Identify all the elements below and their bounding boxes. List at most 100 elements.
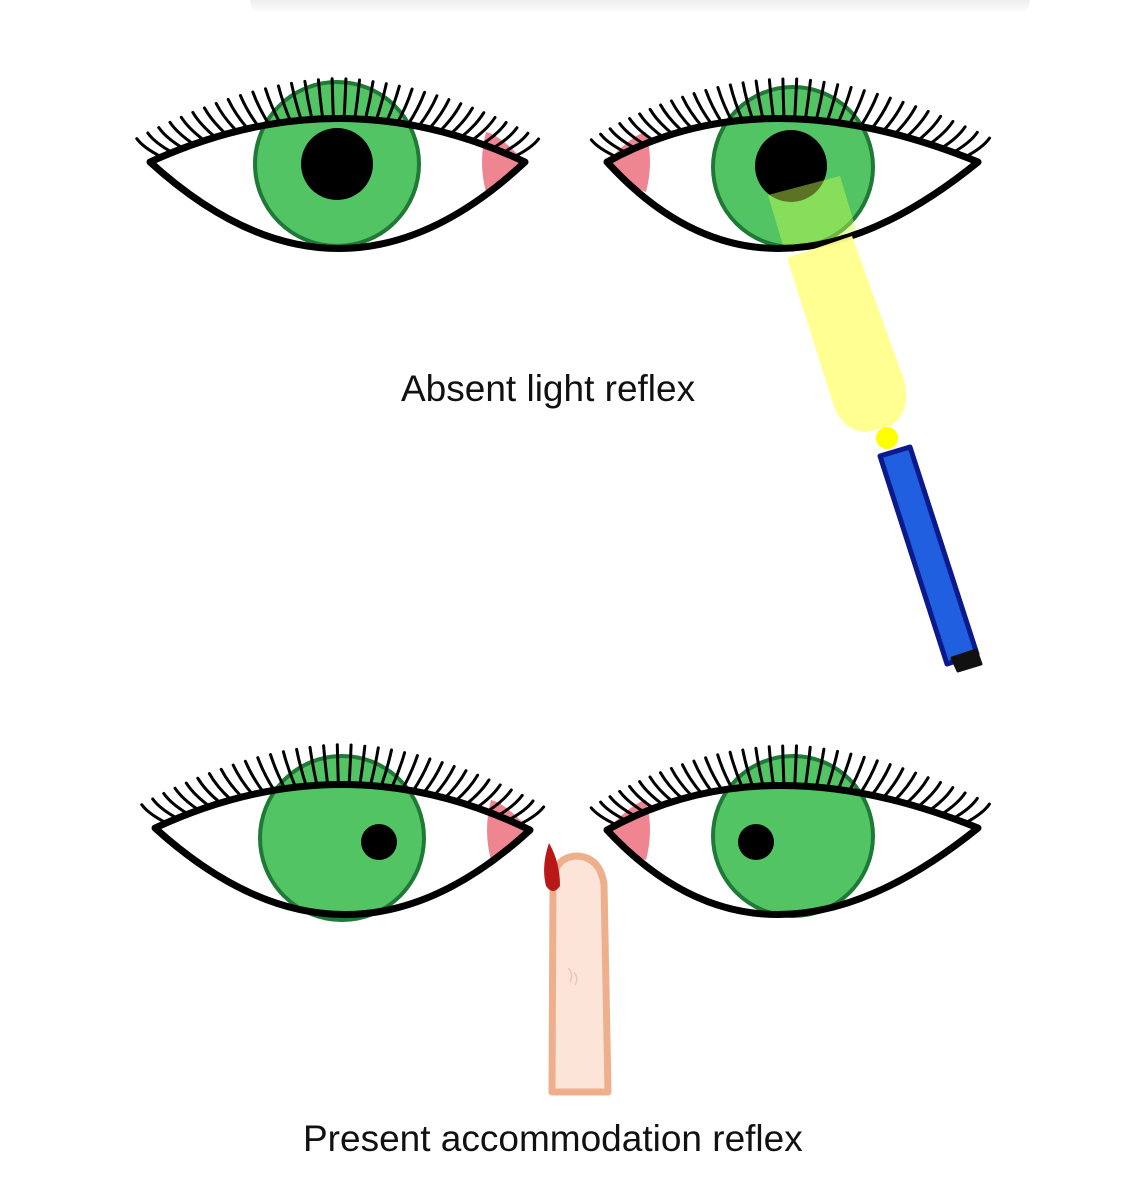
penlight-icon <box>876 427 983 673</box>
eyelash <box>939 791 967 816</box>
eyelash <box>191 110 217 139</box>
present-accommodation-reflex-caption: Present accommodation reflex <box>303 1118 803 1159</box>
eyelash <box>251 90 271 126</box>
eyelash <box>881 767 905 800</box>
bottom-left-iris <box>258 754 426 922</box>
eyelash <box>608 795 637 818</box>
eyelash <box>173 786 201 812</box>
eyelash <box>475 783 502 810</box>
eyelash <box>963 802 991 825</box>
eyelash <box>859 92 879 128</box>
bottom-right-eyelashes <box>589 744 991 827</box>
eyelash <box>264 87 282 125</box>
bottom-right-iris <box>711 754 875 918</box>
eyelash <box>893 105 918 136</box>
eyelash <box>480 121 508 146</box>
eyelash <box>692 759 714 794</box>
eyelash <box>353 78 361 121</box>
top-right-eyelashes <box>589 77 991 159</box>
bottom-left-pupil <box>361 824 397 860</box>
eyelash <box>618 789 646 814</box>
eyelash <box>281 750 298 789</box>
eyelash <box>358 744 367 787</box>
eyelash <box>135 137 163 159</box>
eyelash <box>196 776 222 805</box>
eyelash <box>276 84 293 123</box>
eyelash <box>893 771 918 802</box>
eyelash <box>803 745 812 788</box>
eyelash <box>728 83 744 122</box>
eyelash <box>754 746 765 788</box>
eyelash <box>836 752 853 791</box>
eyelash <box>916 781 942 809</box>
eyelash <box>670 99 694 131</box>
eyelash <box>741 748 755 788</box>
eyelash <box>342 77 348 120</box>
top-left-eyelashes <box>135 77 541 159</box>
eyelash <box>608 127 637 150</box>
eyelash <box>363 80 375 121</box>
eyelash <box>151 797 179 820</box>
bottom-left-eye <box>140 743 546 922</box>
eyelash <box>589 806 618 827</box>
eyelash <box>659 103 684 133</box>
eyelash <box>716 753 734 791</box>
eyelash <box>459 111 486 139</box>
eyelash <box>814 747 826 789</box>
eyelash <box>308 745 319 787</box>
eyelash <box>506 799 535 822</box>
top-left-pupil <box>301 128 373 200</box>
eyelash <box>589 138 618 159</box>
eyelash <box>295 747 308 788</box>
bottom-right-pupil <box>738 824 774 860</box>
eyelash <box>870 96 892 131</box>
eyelash <box>767 745 775 788</box>
eyelash <box>847 89 866 126</box>
eyelash <box>162 792 190 816</box>
eyelash <box>491 126 519 150</box>
eyelash <box>648 775 675 804</box>
eyelash <box>168 120 196 146</box>
eyelash <box>638 112 665 139</box>
eyelash <box>754 79 765 121</box>
eyelash <box>951 130 979 154</box>
eyelash <box>449 106 474 136</box>
eyelash <box>395 87 414 125</box>
eyelash <box>347 743 353 787</box>
eyelash <box>716 86 734 123</box>
eyelash <box>335 743 340 786</box>
eyelash <box>859 759 879 795</box>
absent-light-reflex-caption: Absent light reflex <box>401 368 696 409</box>
eyelash <box>432 765 456 797</box>
eyelash <box>207 772 233 802</box>
eyelash <box>648 107 675 136</box>
penlight-body <box>877 444 980 667</box>
eyelash <box>316 78 325 121</box>
eyelash <box>512 137 541 159</box>
eyelash <box>157 126 185 150</box>
eyelash <box>231 763 255 796</box>
eyelash <box>179 115 207 143</box>
eyelash <box>814 80 826 122</box>
eyelash <box>618 122 646 146</box>
top-right-eye <box>589 77 991 252</box>
eyelash <box>368 746 380 787</box>
eyelash <box>427 98 451 131</box>
eyelash <box>385 84 401 123</box>
eyelash <box>379 748 393 788</box>
eyelash <box>422 761 444 795</box>
eyelash <box>485 788 513 814</box>
eyelash <box>517 805 546 827</box>
eyelash <box>939 125 967 150</box>
eyelash <box>269 753 287 791</box>
eyelash <box>836 86 853 125</box>
eyelash <box>781 77 786 120</box>
eyelash <box>599 132 628 154</box>
eyelash <box>496 793 524 818</box>
eyelash <box>793 77 799 121</box>
eyelash <box>847 755 866 793</box>
eyelash <box>443 769 468 800</box>
eyelash <box>741 81 755 121</box>
eyelash <box>781 744 786 787</box>
